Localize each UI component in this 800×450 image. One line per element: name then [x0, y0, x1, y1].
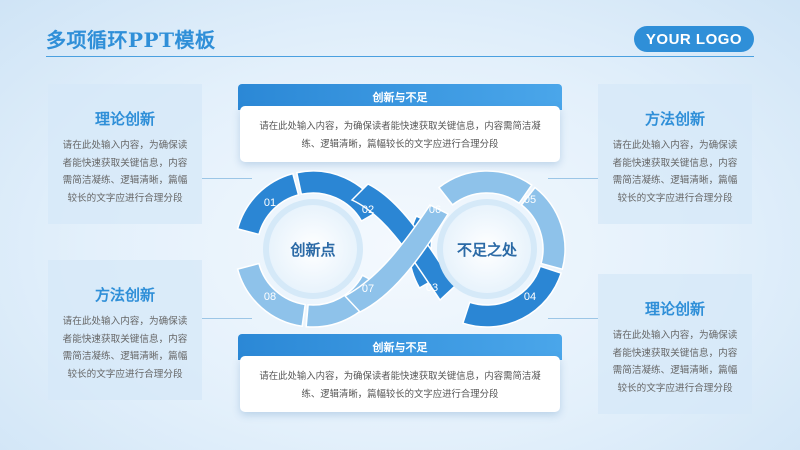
loop-segment: [236, 262, 307, 328]
left-center-label: 创新点: [289, 241, 335, 259]
connector-line: [202, 178, 252, 179]
segment-number: 02: [362, 204, 374, 216]
panel-left-top: 理论创新 请在此处输入内容，为确保读者能快速获取关键信息，内容需简洁凝练、逻辑清…: [48, 84, 202, 224]
right-inner-circle: [443, 205, 531, 293]
segment-number: 08: [264, 291, 276, 303]
title-divider: [46, 56, 754, 57]
segment-number: 06: [429, 204, 441, 216]
left-inner-circle: [269, 205, 357, 293]
logo: YOUR LOGO: [634, 26, 754, 52]
panel-right-top: 方法创新 请在此处输入内容，为确保读者能快速获取关键信息，内容需简洁凝练、逻辑清…: [598, 84, 752, 224]
connector-line: [548, 318, 598, 319]
top-card: 创新与不足 请在此处输入内容，为确保读者能快速获取关键信息，内容需简洁凝练、逻辑…: [238, 84, 562, 162]
card-title: 创新与不足: [238, 84, 562, 110]
card-text: 请在此处输入内容，为确保读者能快速获取关键信息，内容需简洁凝练、逻辑清晰，篇幅较…: [240, 106, 560, 162]
panel-text: 请在此处输入内容，为确保读者能快速获取关键信息，内容需简洁凝练、逻辑清晰，篇幅较…: [62, 140, 188, 204]
panel-text: 请在此处输入内容，为确保读者能快速获取关键信息，内容需简洁凝练、逻辑清晰，篇幅较…: [62, 316, 188, 380]
connector-line: [548, 178, 598, 179]
page-title: 多项循环PPT模板: [46, 28, 216, 52]
panel-title: 理论创新: [644, 300, 705, 318]
loop-segment: [461, 265, 563, 328]
panel-right-bottom: 理论创新 请在此处输入内容，为确保读者能快速获取关键信息，内容需简洁凝练、逻辑清…: [598, 274, 752, 414]
loop-segment: [236, 172, 300, 236]
segment-number: 07: [362, 283, 374, 295]
panel-text: 请在此处输入内容，为确保读者能快速获取关键信息，内容需简洁凝练、逻辑清晰，篇幅较…: [612, 140, 738, 204]
loop-segment: [437, 170, 533, 206]
bottom-card: 创新与不足 请在此处输入内容，为确保读者能快速获取关键信息，内容需简洁凝练、逻辑…: [238, 334, 562, 412]
panel-text: 请在此处输入内容，为确保读者能快速获取关键信息，内容需简洁凝练、逻辑清晰，篇幅较…: [612, 330, 738, 394]
segment-number: 04: [524, 291, 536, 303]
segment-number: 05: [524, 194, 536, 206]
connector-line: [202, 318, 252, 319]
segment-number: 03: [426, 282, 438, 294]
panel-title: 理论创新: [94, 110, 155, 128]
card-text: 请在此处输入内容，为确保读者能快速获取关键信息，内容需简洁凝练、逻辑清晰，篇幅较…: [240, 356, 560, 412]
panel-title: 方法创新: [94, 286, 155, 304]
right-center-label: 不足之处: [457, 241, 518, 259]
card-title: 创新与不足: [238, 334, 562, 360]
panel-title: 方法创新: [644, 110, 705, 128]
panel-left-bottom: 方法创新 请在此处输入内容，为确保读者能快速获取关键信息，内容需简洁凝练、逻辑清…: [48, 260, 202, 400]
loop-segment: [520, 186, 566, 271]
loop-crossing-light: [343, 204, 450, 313]
segment-number: 01: [264, 197, 276, 209]
